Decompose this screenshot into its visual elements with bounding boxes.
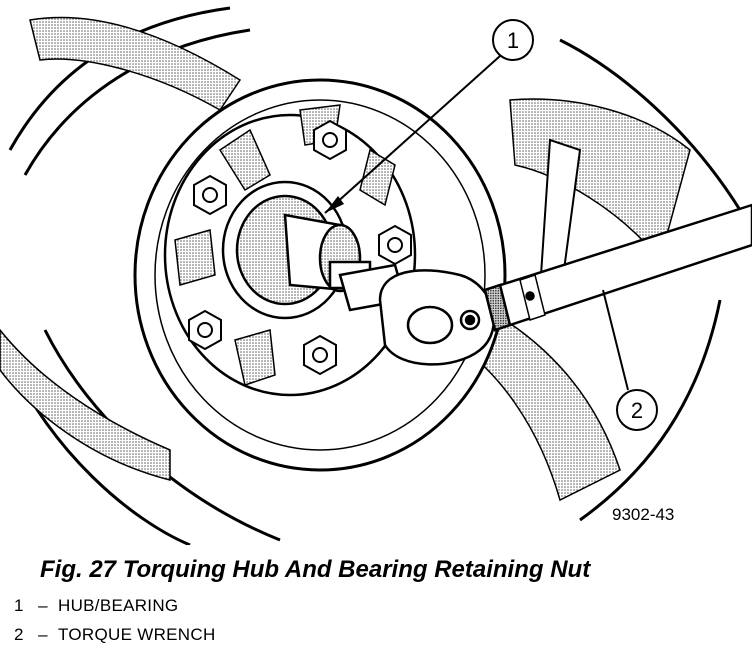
legend-number: 1 bbox=[14, 596, 24, 615]
hub-torque-illustration: 1 2 9302-43 bbox=[0, 6, 752, 545]
lug-nut bbox=[378, 224, 412, 266]
callout-2-number: 2 bbox=[631, 398, 643, 423]
image-code: 9302-43 bbox=[612, 505, 674, 524]
legend-item: 2–TORQUE WRENCH bbox=[14, 625, 216, 645]
callout-2: 2 bbox=[602, 289, 658, 431]
callout-1-number: 1 bbox=[507, 28, 519, 53]
lug-nut bbox=[303, 334, 337, 376]
legend-dash: – bbox=[38, 625, 48, 644]
callout-1: 1 bbox=[324, 19, 534, 214]
legend-number: 2 bbox=[14, 625, 24, 644]
figure-caption: Fig. 27 Torquing Hub And Bearing Retaini… bbox=[40, 556, 591, 583]
torque-wrench bbox=[338, 203, 752, 366]
legend-label: HUB/BEARING bbox=[58, 596, 179, 615]
legend-dash: – bbox=[38, 596, 48, 615]
lug-nut bbox=[188, 309, 222, 351]
legend-label: TORQUE WRENCH bbox=[58, 625, 216, 644]
lug-nut bbox=[313, 119, 347, 161]
legend-item: 1–HUB/BEARING bbox=[14, 596, 178, 616]
lug-nut bbox=[193, 174, 227, 216]
lug-nuts bbox=[188, 119, 412, 376]
